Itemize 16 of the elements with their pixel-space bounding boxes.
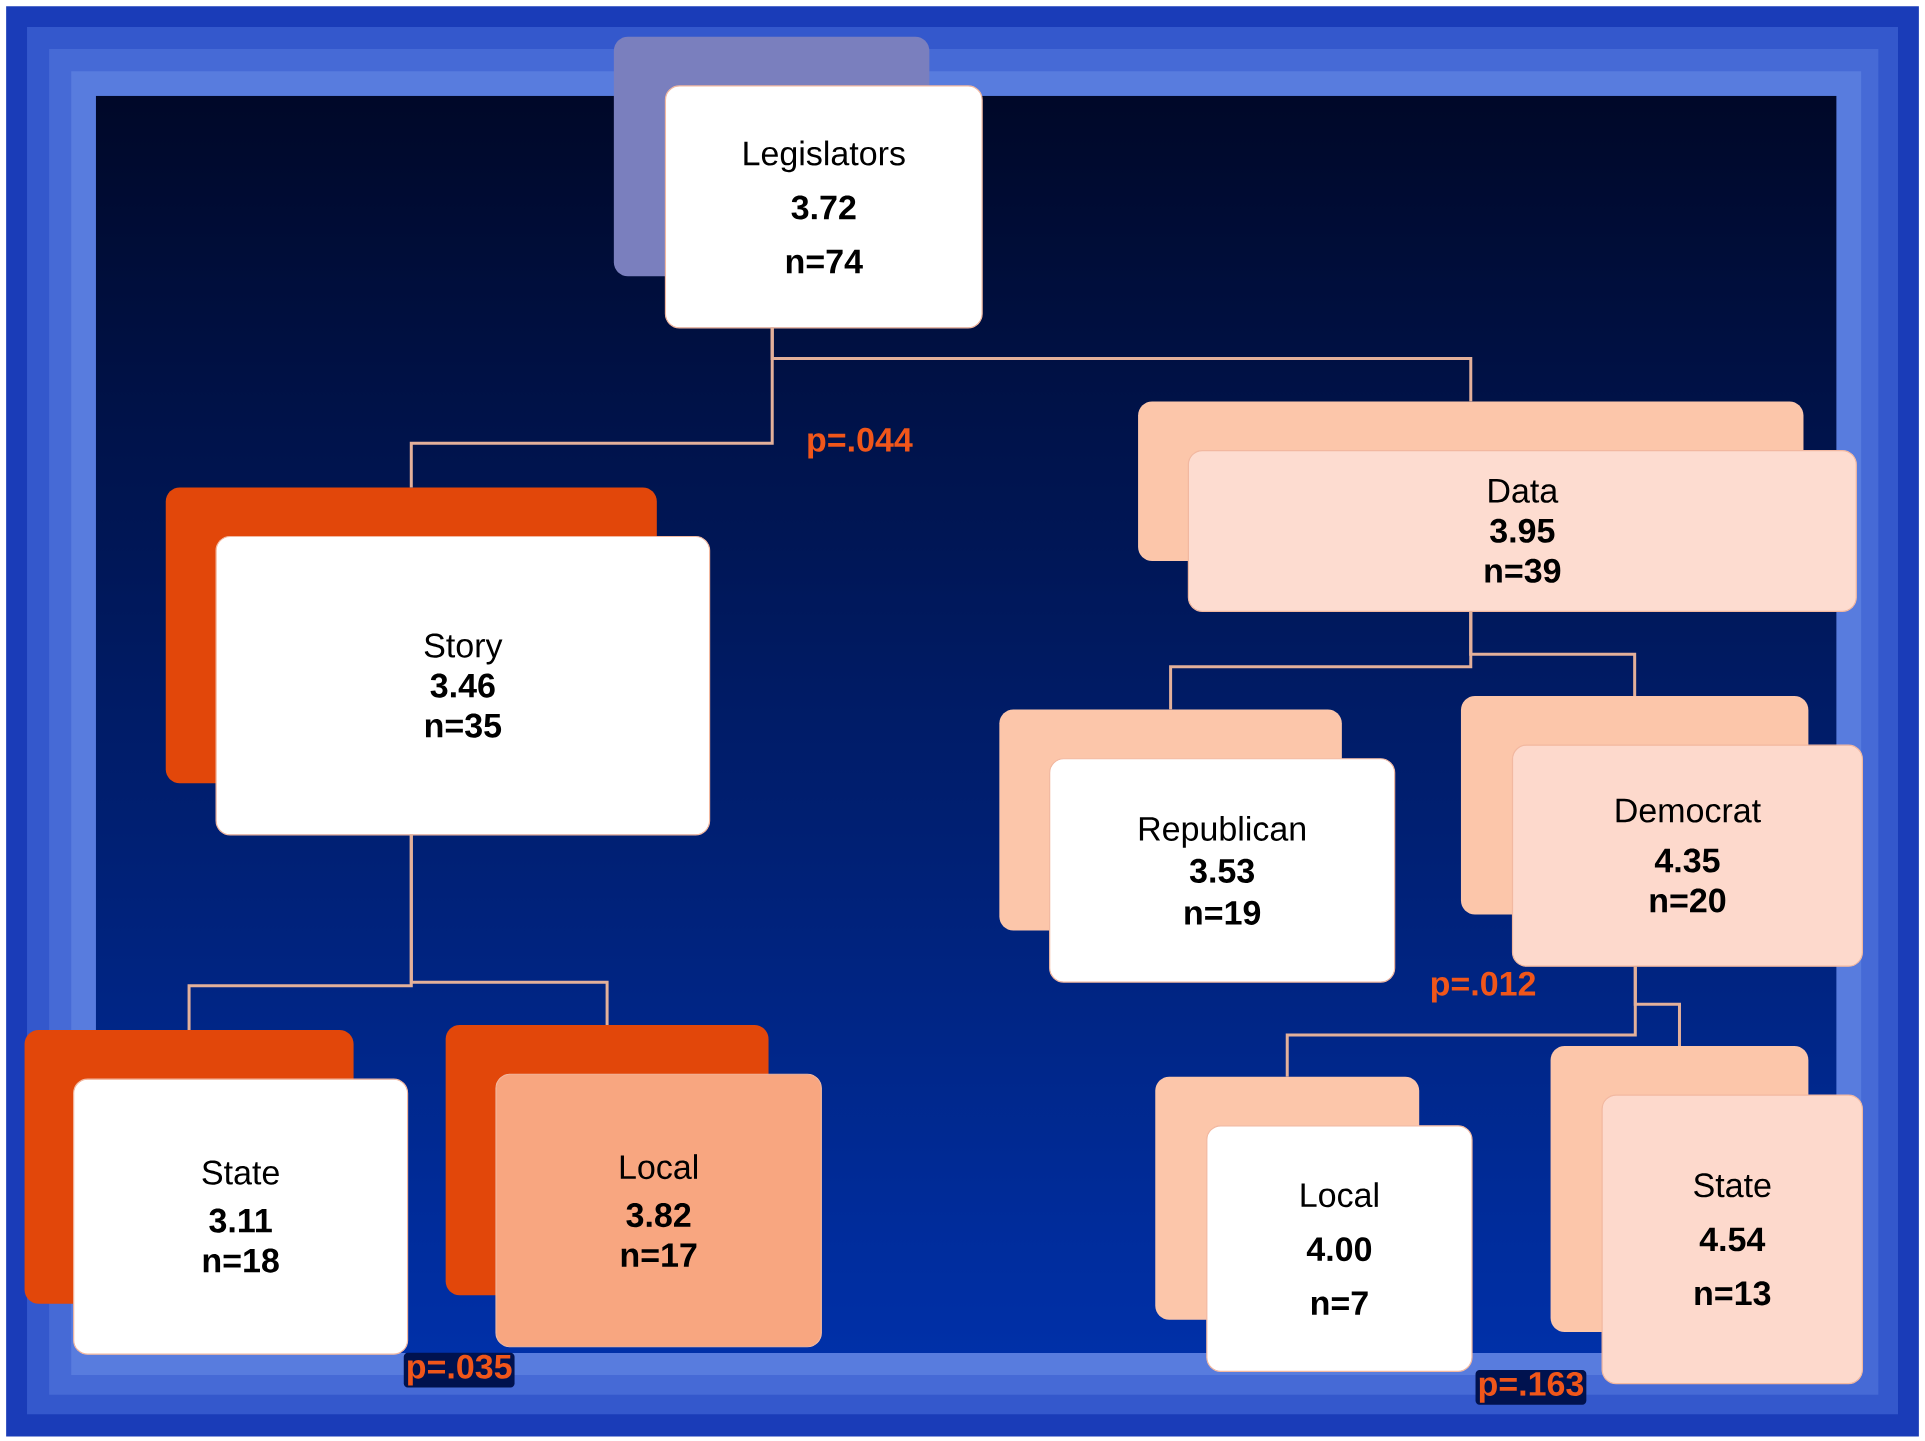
stacked-box: Legislators 3.72 n=74: [613, 36, 983, 329]
p-value-label: p=.012: [1431, 971, 1536, 1003]
stacked-box: Local 3.82 n=17: [445, 1024, 822, 1348]
p-value-label: p=.163: [1475, 1369, 1587, 1405]
stacked-box: Local 4.00 n=7: [1155, 1076, 1473, 1372]
connector-line: [409, 834, 609, 1025]
stacked-box: Data 3.95 n=39: [1138, 401, 1857, 612]
connector-line: [1633, 966, 1681, 1046]
stacked-box: State 3.11 n=18: [24, 1029, 409, 1355]
p-value-label: p=.044: [808, 427, 913, 459]
stacked-box: Republican 3.53 n=19: [999, 709, 1396, 983]
connector-line: [1469, 611, 1637, 696]
connector-line: [770, 327, 1473, 402]
p-value-label: p=.035: [403, 1352, 515, 1388]
stacked-box: Story 3.46 n=35: [165, 487, 711, 836]
stacked-box: Democrat 4.35 n=20: [1460, 695, 1863, 967]
